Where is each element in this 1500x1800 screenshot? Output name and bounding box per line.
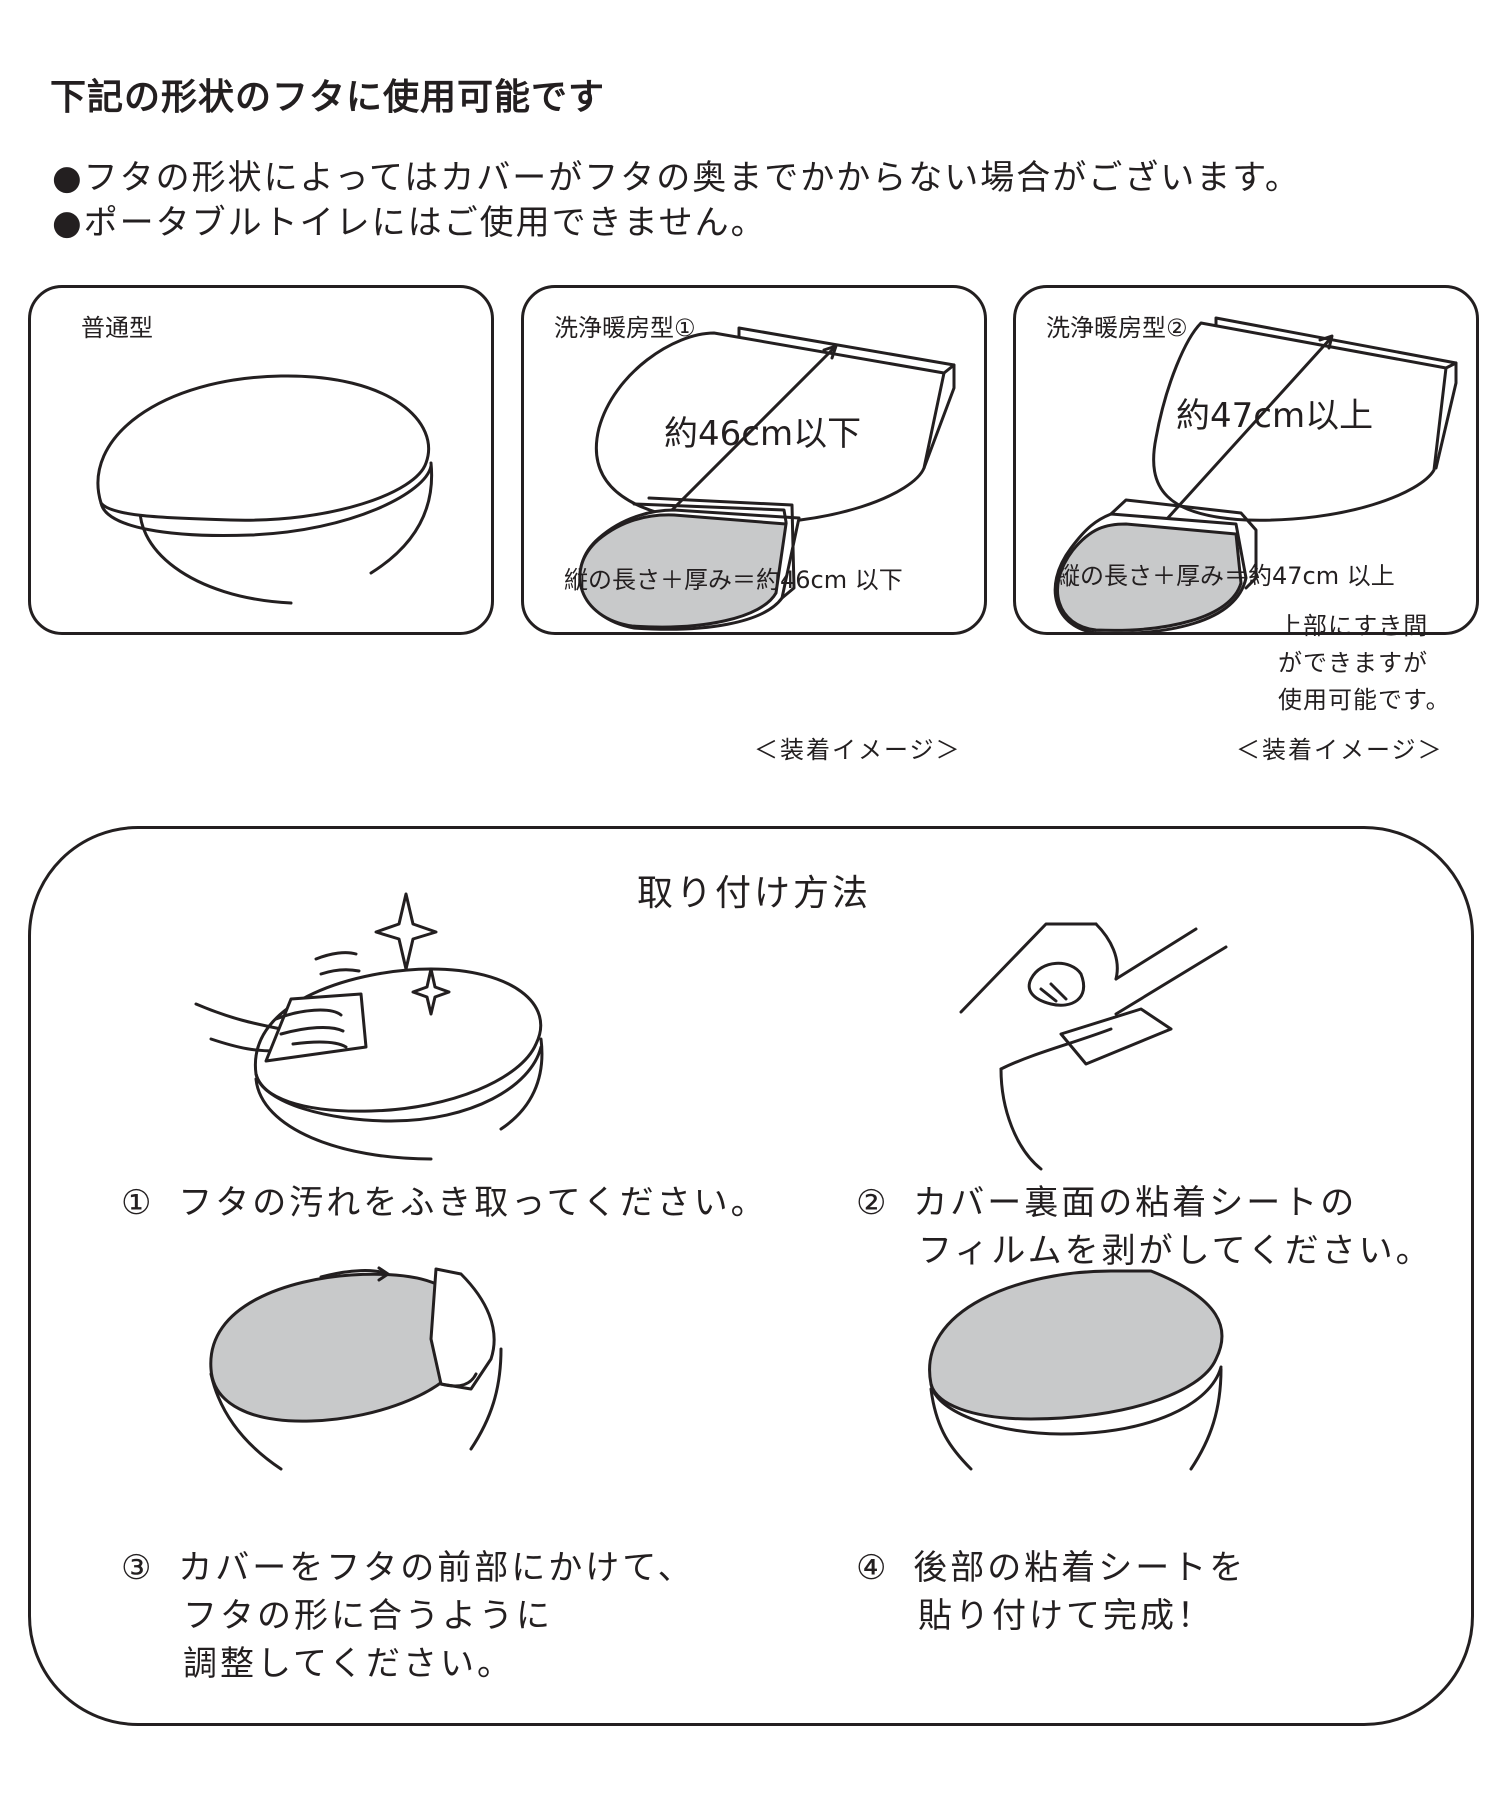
step-line: 貼り付けて完成！ <box>918 1596 1214 1636</box>
step-1: ① フタの汚れをふき取ってください。 <box>121 1179 768 1227</box>
step-number: ③ <box>121 1548 155 1588</box>
install-section: 取り付け方法 <box>28 826 1474 1726</box>
step-4-illustration <box>928 1269 1224 1471</box>
install-title: 取り付け方法 <box>636 873 871 914</box>
step-line: 調整してください。 <box>183 1644 514 1684</box>
washlet-2-measure: 約47cm以上 <box>1176 396 1374 436</box>
step-number: ④ <box>856 1548 890 1588</box>
panel-washlet-1-title: 洗浄暖房型① <box>554 314 696 342</box>
step-line: フィルムを剥がしてください。 <box>918 1231 1433 1271</box>
step-1-illustration <box>194 892 544 1161</box>
panel-standard-title: 普通型 <box>81 314 153 342</box>
panel-washlet-2-title: 洗浄暖房型② <box>1046 314 1188 342</box>
step-line: カバーをフタの前部にかけて、 <box>178 1548 695 1588</box>
step-number: ① <box>121 1183 155 1223</box>
washlet-2-illustration <box>1053 316 1458 635</box>
washlet-2-note-line: 使用可能です。 <box>1278 686 1451 714</box>
washlet-1-formula: 縦の長さ＋厚み＝約46cm 以下 <box>564 566 903 594</box>
install-illustrations <box>194 892 1228 1471</box>
standard-toilet-illustration <box>96 374 434 605</box>
washlet-2-formula: 縦の長さ＋厚み＝約47cm 以上 <box>1056 562 1395 590</box>
step-3-illustration <box>209 1266 503 1471</box>
step-line: カバー裏面の粘着シートの <box>913 1183 1358 1223</box>
washlet-2-caption: ＜装着イメージ＞ <box>1236 736 1444 764</box>
note-line-2: ●ポータブルトイレにはご使用できません。 <box>52 203 767 243</box>
washlet-2-note: 上部にすき間 ができますが 使用可能です。 <box>1278 608 1451 719</box>
washlet-1-caption: ＜装着イメージ＞ <box>754 736 962 764</box>
step-number: ② <box>856 1183 890 1223</box>
washlet-2-note-line: ができますが <box>1278 649 1428 677</box>
step-2-illustration <box>959 922 1228 1171</box>
step-line: 後部の粘着シートを <box>913 1548 1247 1588</box>
step-3: ③ カバーをフタの前部にかけて、 フタの形に合うように 調整してください。 <box>121 1544 695 1688</box>
step-line: フタの形に合うように <box>183 1596 553 1636</box>
washlet-1-measure: 約46cm以下 <box>664 414 862 454</box>
step-2: ② カバー裏面の粘着シートの フィルムを剥がしてください。 <box>856 1179 1433 1275</box>
panel-washlet-1: 洗浄暖房型① 約46cm以下 縦の長さ＋厚み＝約46cm 以下 ＜装着イメージ＞ <box>521 285 987 764</box>
washlet-2-note-line: 上部にすき間 <box>1278 612 1429 640</box>
panel-standard: 普通型 <box>28 285 494 635</box>
page-heading: 下記の形状のフタに使用可能です <box>50 77 606 118</box>
note-line-1: ●フタの形状によってはカバーがフタの奥までかからない場合がございます。 <box>52 158 1301 198</box>
step-line: フタの汚れをふき取ってください。 <box>178 1183 768 1223</box>
panel-washlet-2: 洗浄暖房型② 約47cm以上 縦の長さ＋厚み＝約47cm 以上 上部にすき間 が… <box>1013 285 1479 764</box>
washlet-1-illustration <box>578 326 956 631</box>
step-4: ④ 後部の粘着シートを 貼り付けて完成！ <box>856 1544 1246 1640</box>
